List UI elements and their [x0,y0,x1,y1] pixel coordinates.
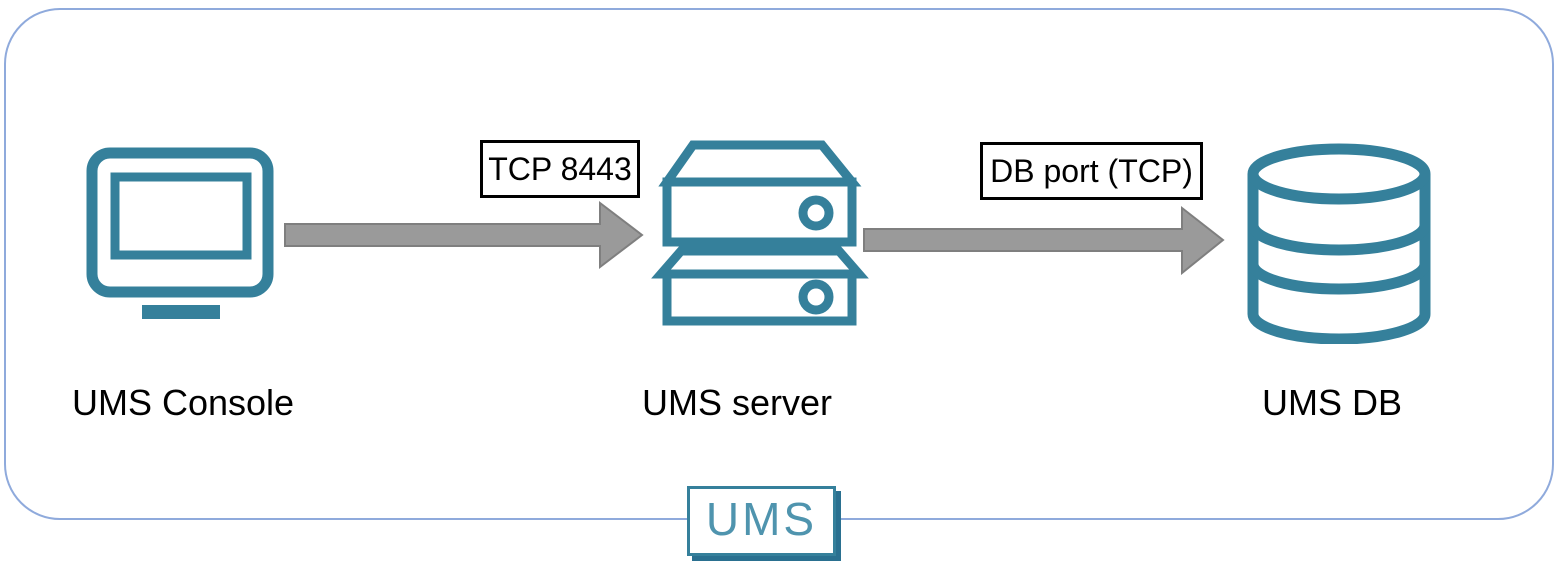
monitor-icon [86,147,274,319]
arrow-console-to-server-icon [284,200,644,270]
tcp-8443-label: TCP 8443 [480,140,640,198]
database-cylinder-icon [1247,143,1431,344]
server-stack-icon [651,140,869,326]
db-port-label: DB port (TCP) [980,142,1203,200]
node-label-ums-console: UMS Console [71,382,295,423]
node-label-ums-server: UMS server [641,382,833,423]
db-port-label-text: DB port (TCP) [990,152,1193,189]
node-label-ums-db: UMS DB [1261,382,1403,423]
arrow-server-to-db-icon [863,205,1225,275]
ums-logo-text: UMS [705,493,818,545]
tcp-8443-label-text: TCP 8443 [488,150,632,187]
ums-logo-badge: UMS [687,486,836,556]
